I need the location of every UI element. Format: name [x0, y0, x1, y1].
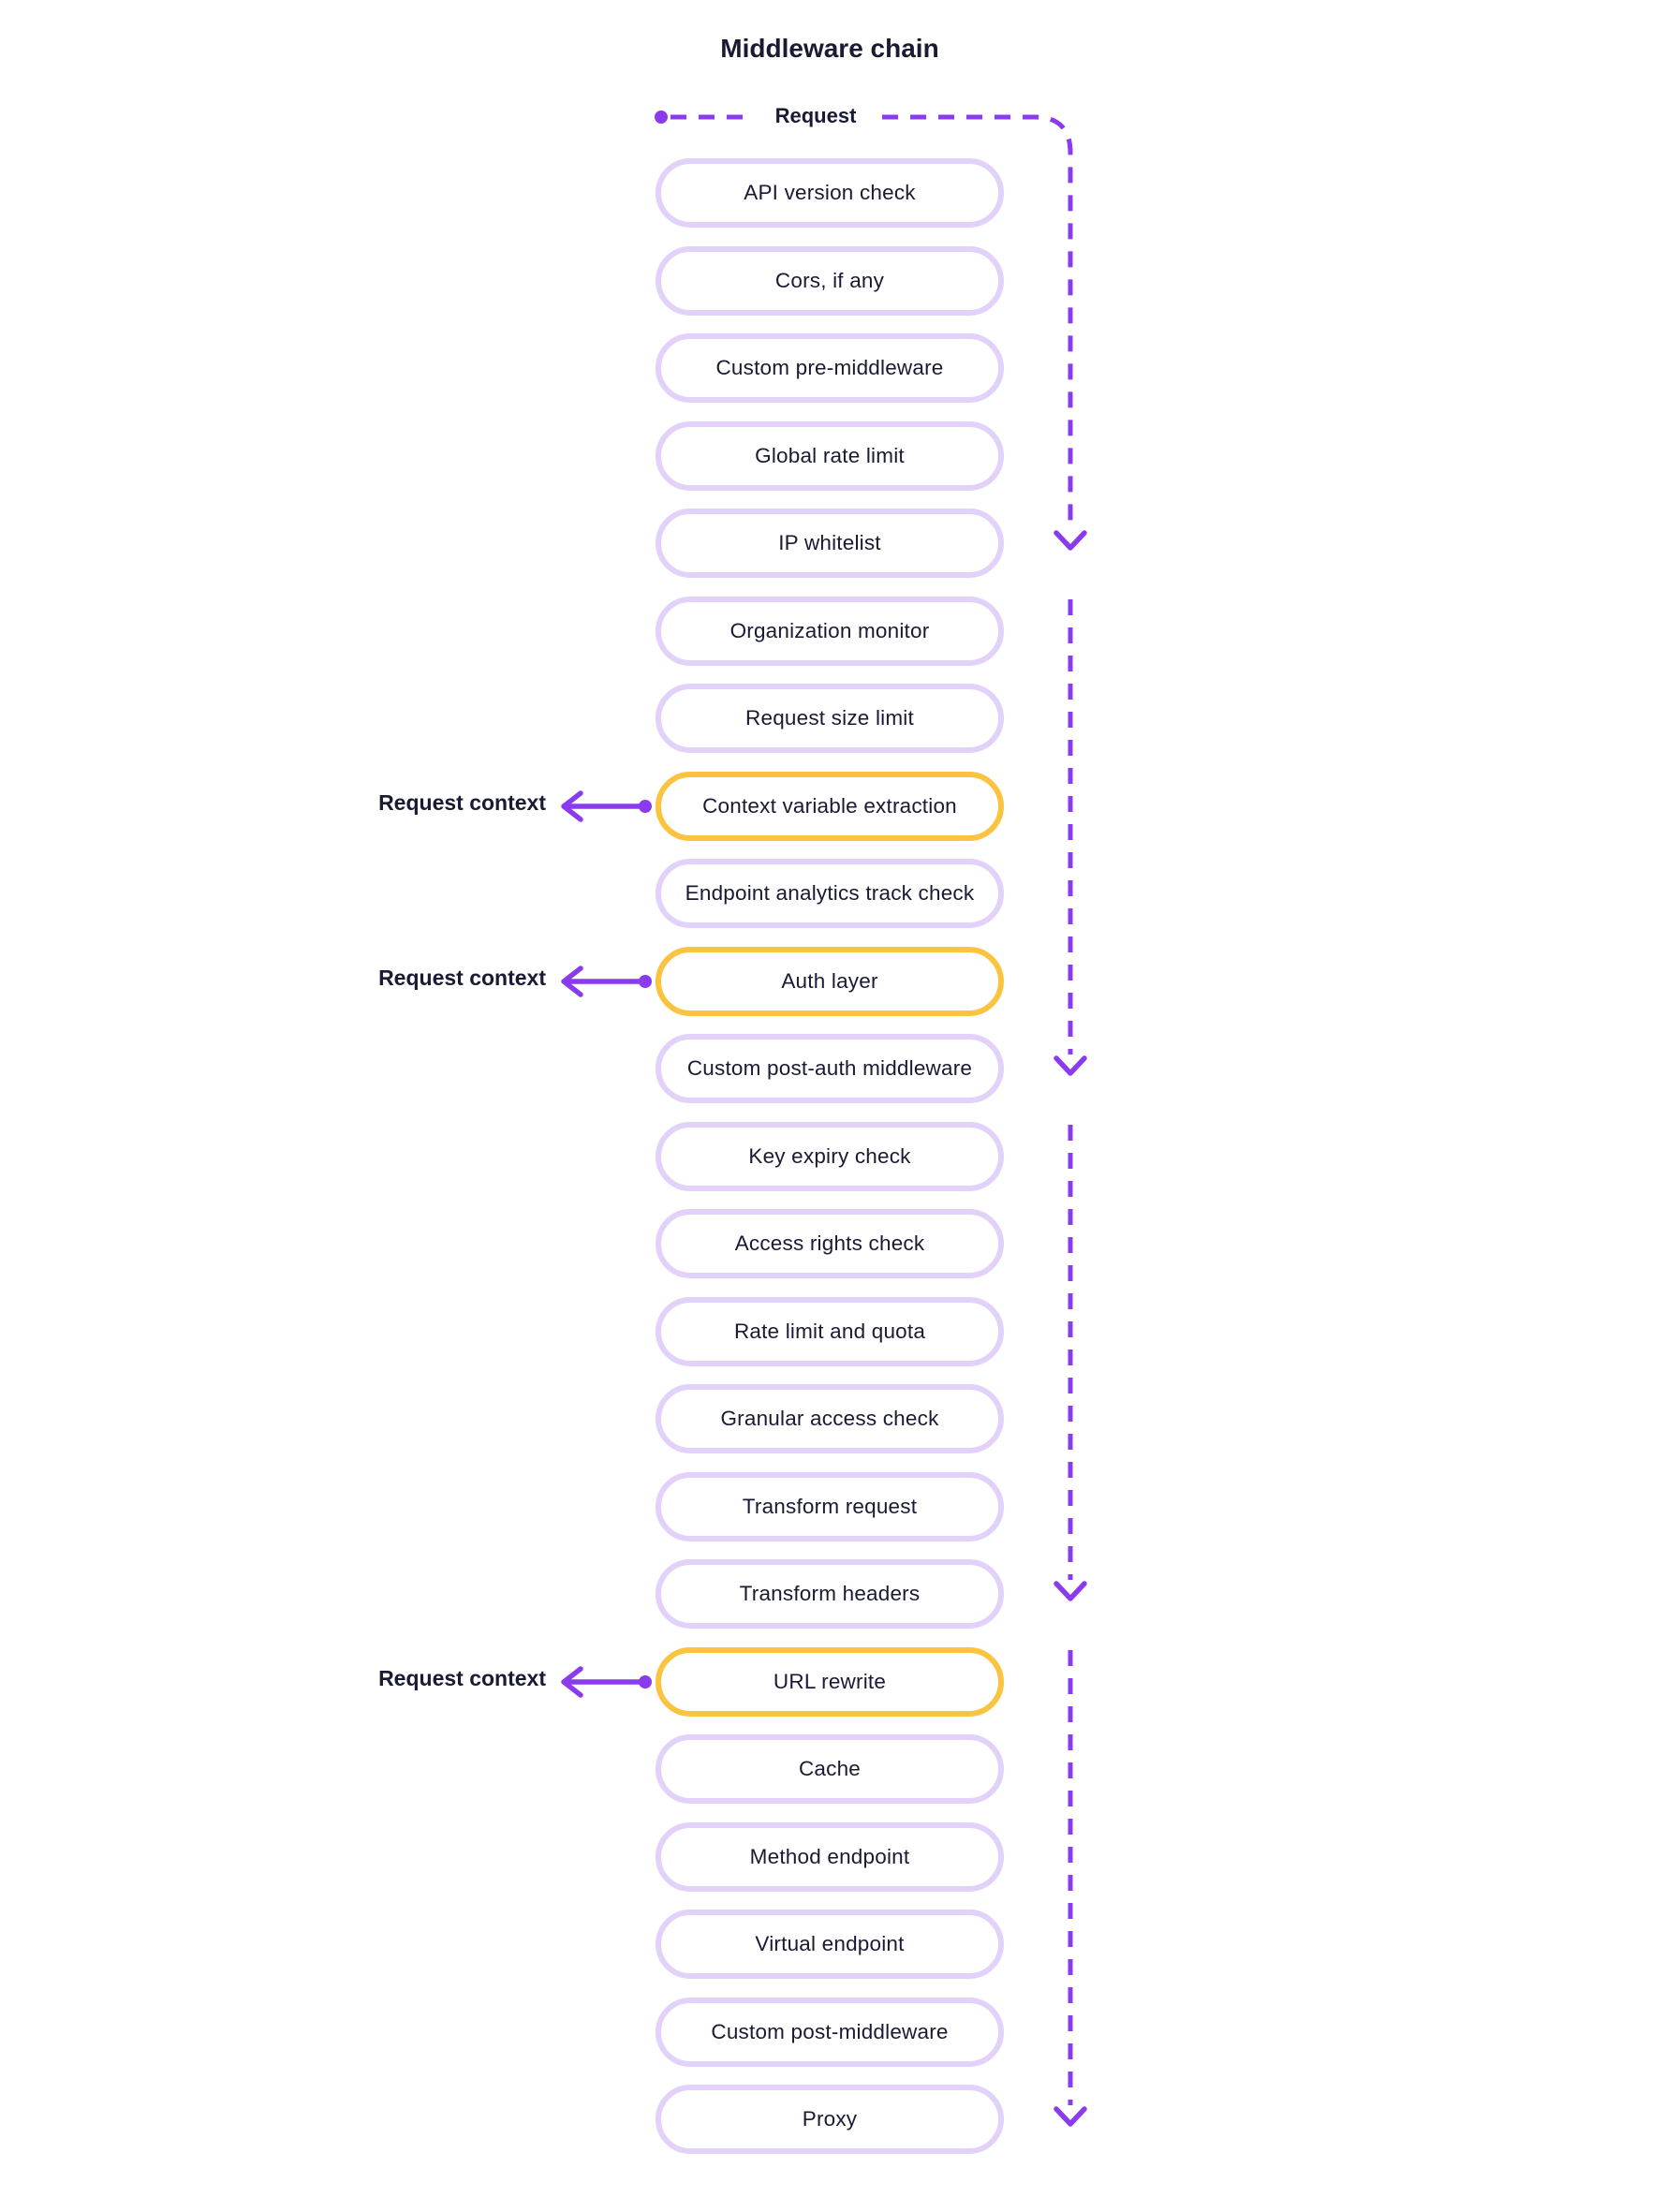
- middleware-pill-label: Method endpoint: [749, 1844, 910, 1868]
- middleware-pill-label: Access rights check: [734, 1231, 925, 1255]
- middleware-pill-label: Proxy: [802, 2107, 858, 2131]
- flow-arrowhead-down: [1054, 530, 1087, 551]
- middleware-pill: Organization monitor: [656, 596, 1004, 666]
- middleware-pill-label: Auth layer: [781, 968, 878, 993]
- flow-arrowhead-down: [1054, 2106, 1087, 2127]
- middleware-pill-label: Custom post-auth middleware: [686, 1056, 973, 1080]
- flow-arrowhead-down: [1054, 1055, 1087, 1076]
- middleware-pill-label: URL rewrite: [773, 1669, 887, 1693]
- middleware-pill-label: Cors, if any: [774, 268, 885, 292]
- middleware-pill-label: Transform headers: [739, 1582, 921, 1605]
- middleware-pill: Transform headers: [656, 1559, 1004, 1629]
- middleware-pill-label: IP whitelist: [778, 531, 881, 554]
- middleware-pill: Global rate limit: [656, 420, 1004, 491]
- middleware-pill-label: API version check: [744, 181, 916, 204]
- middleware-pill: Auth layer: [656, 946, 1004, 1016]
- middleware-pill-label: Rate limit and quota: [733, 1319, 926, 1343]
- middleware-pill: Cache: [656, 1734, 1004, 1804]
- middleware-pill: Endpoint analytics track check: [656, 859, 1004, 928]
- context-arrow-dot: [639, 1675, 652, 1688]
- middleware-pill: Granular access check: [656, 1384, 1004, 1453]
- context-arrowhead-left: [561, 1666, 583, 1698]
- request-context-label: Request context: [378, 966, 546, 990]
- middleware-pill-label: Key expiry check: [748, 1143, 911, 1168]
- middleware-pill: IP whitelist: [656, 509, 1004, 578]
- middleware-pill-label: Granular access check: [720, 1407, 939, 1430]
- middleware-pill: Custom post-auth middleware: [656, 1034, 1004, 1103]
- request-context-label: Request context: [378, 790, 546, 815]
- request-start-dot: [655, 111, 668, 124]
- request-context-label: Request context: [378, 1666, 546, 1690]
- context-arrow-dot: [639, 975, 652, 988]
- middleware-pill: Custom post-middleware: [656, 1997, 1004, 2067]
- middleware-pill-label: Transform request: [742, 1494, 918, 1518]
- middleware-pill-label: Virtual endpoint: [755, 1932, 905, 1955]
- middleware-pill-label: Organization monitor: [729, 618, 930, 642]
- middleware-pill: Virtual endpoint: [656, 1910, 1004, 1979]
- context-arrowhead-left: [561, 966, 583, 997]
- middleware-pill: Request size limit: [656, 684, 1004, 753]
- diagram-title: Middleware chain: [720, 34, 939, 63]
- middleware-pill-label: Global rate limit: [755, 443, 905, 467]
- middleware-pill: Access rights check: [656, 1209, 1004, 1278]
- middleware-pill: Transform request: [656, 1471, 1004, 1541]
- context-arrow-dot: [639, 800, 652, 813]
- middleware-pill-label: Cache: [798, 1757, 862, 1780]
- flow-arrowhead-down: [1054, 1581, 1087, 1601]
- middleware-pill: Custom pre-middleware: [656, 333, 1004, 403]
- middleware-pill-label: Custom post-middleware: [711, 2019, 949, 2043]
- middleware-pill-label: Context variable extraction: [702, 793, 957, 818]
- middleware-pill: Rate limit and quota: [656, 1296, 1004, 1366]
- request-start-label: Request: [774, 104, 857, 127]
- middleware-pill: URL rewrite: [656, 1646, 1004, 1717]
- middleware-pill-label: Endpoint analytics track check: [685, 881, 975, 905]
- middleware-pill: Cors, if any: [656, 245, 1004, 316]
- middleware-pill-label: Custom pre-middleware: [715, 356, 944, 379]
- middleware-pill: Context variable extraction: [656, 771, 1004, 841]
- middleware-pill: Key expiry check: [656, 1121, 1004, 1191]
- middleware-pill: Method endpoint: [656, 1821, 1004, 1892]
- middleware-pill: Proxy: [656, 2085, 1004, 2154]
- middleware-pill-label: Request size limit: [745, 706, 914, 730]
- context-arrowhead-left: [561, 790, 583, 822]
- middleware-pill: API version check: [656, 158, 1004, 228]
